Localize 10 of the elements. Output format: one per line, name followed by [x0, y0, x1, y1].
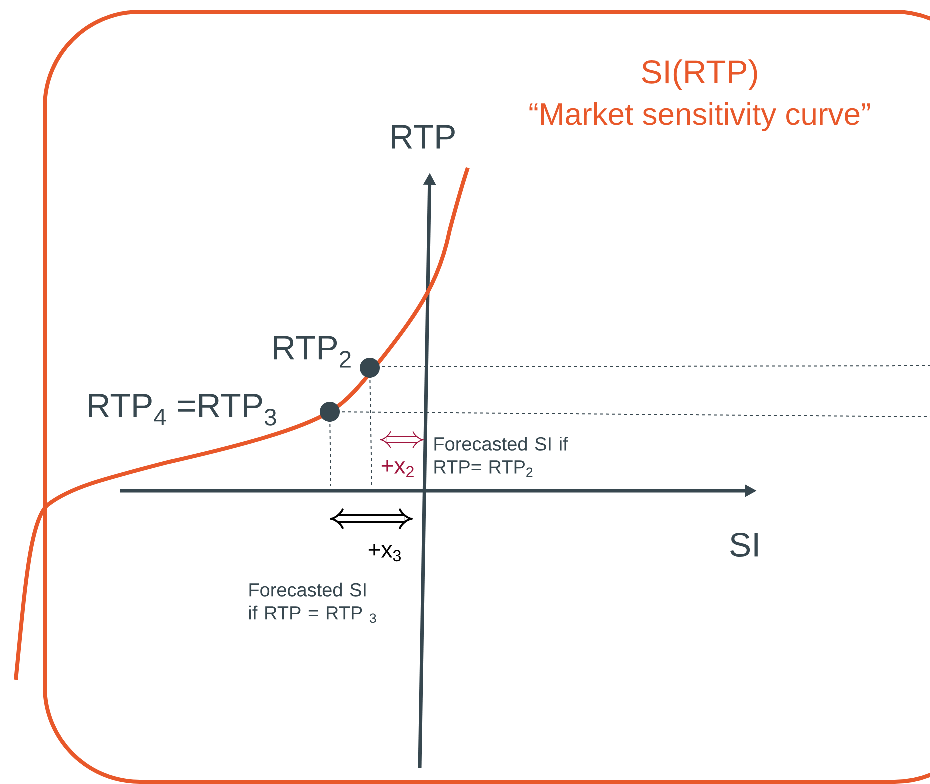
- curve-label: “Market sensitivity curve”: [530, 102, 870, 132]
- point-label: RTP$_{2}$: [274, 336, 351, 368]
- offset-label: +x$_{2}$: [382, 460, 414, 478]
- offset-label: +x$_{3}$: [368, 544, 401, 562]
- point-label: RTP$_{4}$ =RTP$_{3}$: [89, 394, 276, 426]
- curve-label: SI(RTP): [642, 60, 758, 90]
- axis-label: RTP: [392, 125, 455, 149]
- axis-label: SI: [730, 532, 758, 558]
- annotation-text: Forecasted SI if RTP = RTP $_{3}$: [249, 582, 376, 624]
- annotation-text: Forecasted SI if RTP= RTP$_{2}$: [434, 436, 568, 478]
